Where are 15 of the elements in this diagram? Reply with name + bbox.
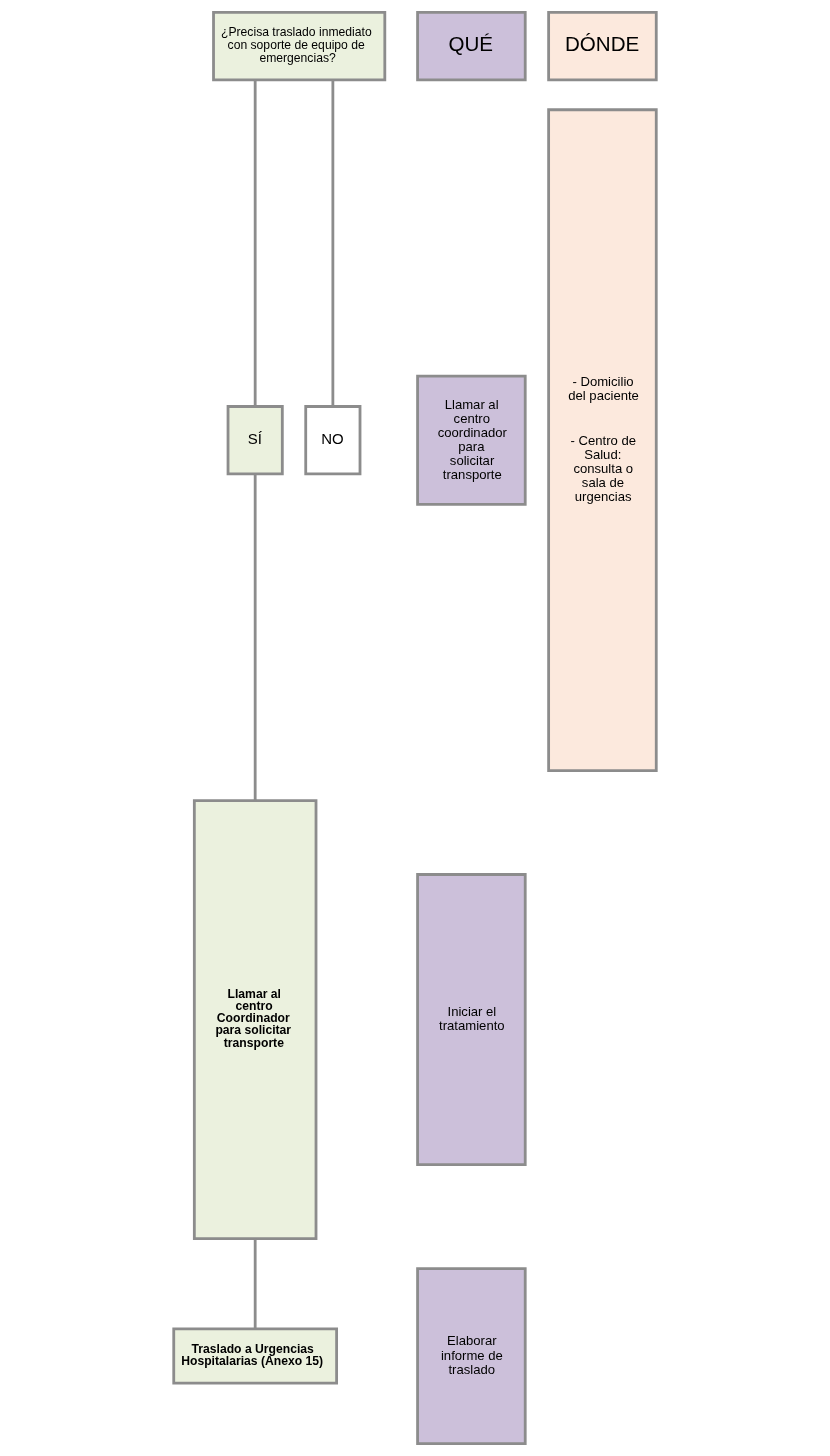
- node-box: NO: [304, 405, 362, 476]
- node-box: Traslado a Urgencias Hospitalarias (Anexo 15): [172, 1327, 338, 1385]
- node-box: DÓNDE: [547, 11, 658, 82]
- connector: [253, 1238, 257, 1329]
- node-box: Llamar al centro Coordinador para solicitar transporte: [192, 799, 318, 1240]
- node-box: Llamar al centro coordinador para solicitar transporte: [416, 374, 527, 506]
- connector: [253, 80, 257, 407]
- node-box: - Domicilio del paciente - Centro de Salud: consulta o sala de urgencias: [547, 108, 658, 772]
- connector: [253, 474, 257, 801]
- node-box: Elaborar informe de traslado: [416, 1267, 527, 1445]
- node-box: SÍ: [226, 405, 284, 476]
- connector: [331, 80, 335, 407]
- node-box: Iniciar el tratamiento: [416, 873, 527, 1167]
- node-box: QUÉ: [416, 11, 527, 82]
- node-box: ¿Precisa traslado inmediato con soporte de equipo de emergencias?: [212, 11, 387, 82]
